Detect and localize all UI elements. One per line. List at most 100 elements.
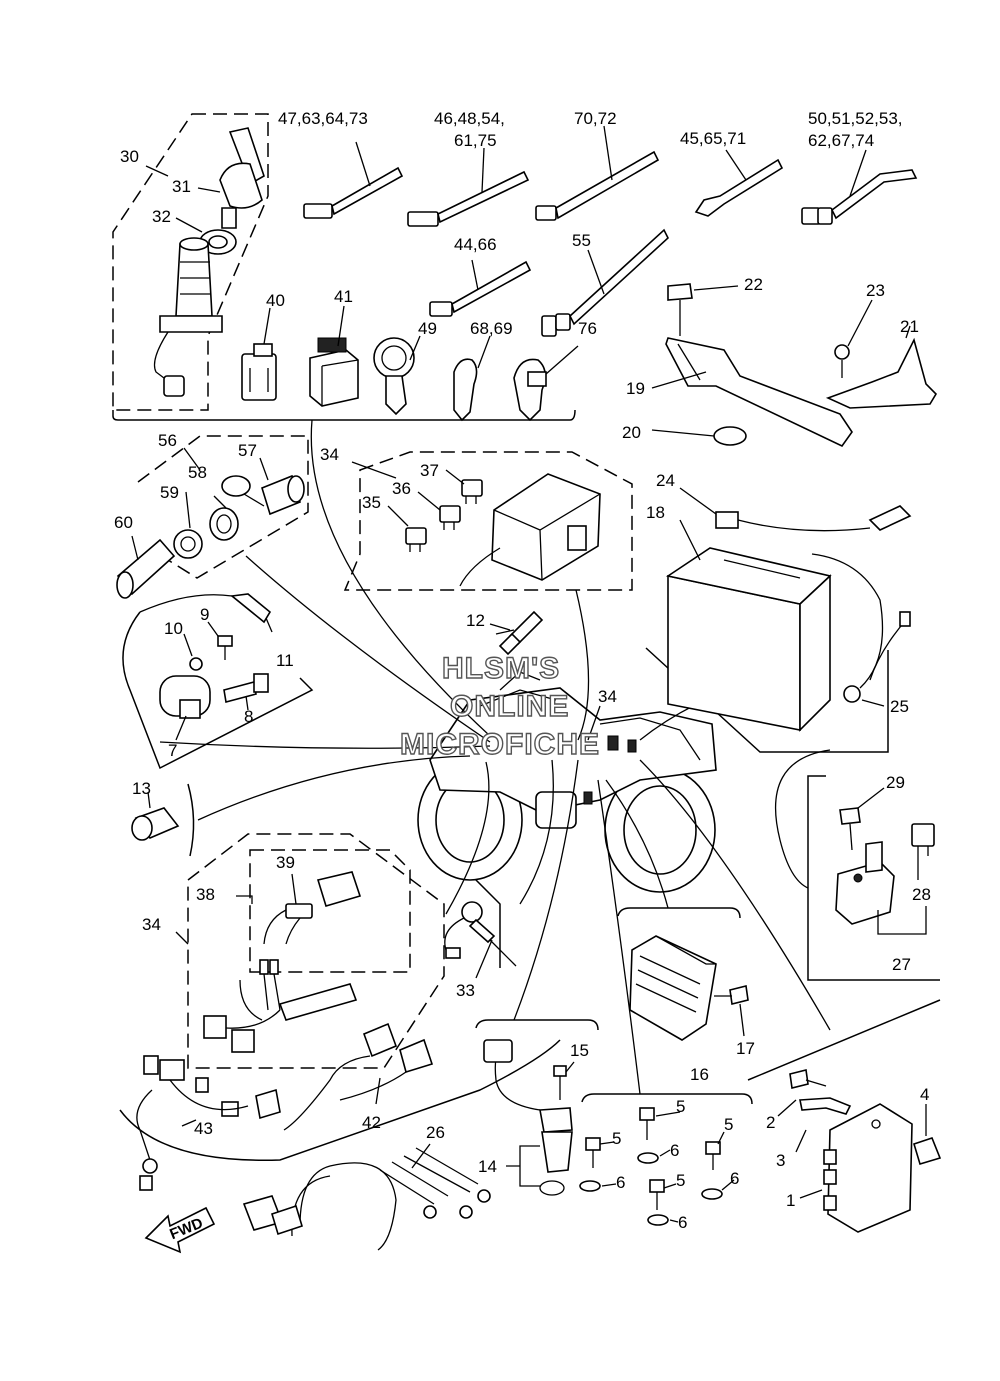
label-5b: 5 xyxy=(612,1129,621,1148)
label-11: 11 xyxy=(276,651,294,670)
label-21: 21 xyxy=(900,317,919,336)
label-60: 60 xyxy=(114,513,133,532)
sensor-13 xyxy=(131,791,180,841)
socket-body-60 xyxy=(116,538,176,599)
connector-40 xyxy=(241,343,277,401)
label-46-line2: 61,75 xyxy=(454,131,497,150)
label-57: 57 xyxy=(238,441,257,460)
label-68: 68,69 xyxy=(470,319,513,338)
label-6b: 6 xyxy=(616,1173,625,1192)
label-50-line1: 50,51,52,53, xyxy=(808,109,903,128)
clamp-68 xyxy=(453,335,491,422)
bolt-2 xyxy=(789,1069,827,1089)
label-43: 43 xyxy=(194,1119,213,1138)
ecu-group-outline xyxy=(747,999,941,1081)
harness-main-bracket xyxy=(119,1039,561,1162)
bolt-8 xyxy=(223,673,269,703)
fwd-arrow: FWD xyxy=(144,1206,216,1254)
sensor13-bracket xyxy=(187,783,195,857)
watermark-line-2: ONLINE xyxy=(450,690,569,723)
relay-27 xyxy=(835,841,895,925)
bolt-29 xyxy=(839,787,885,851)
cap-4 xyxy=(913,1137,942,1165)
battery-18 xyxy=(665,547,832,732)
label-34-harness: 34 xyxy=(142,915,161,934)
cable-tie-46 xyxy=(407,147,530,227)
label-10: 10 xyxy=(164,619,183,638)
label-49: 49 xyxy=(418,319,437,338)
label-7: 7 xyxy=(168,741,177,760)
leader-lines xyxy=(159,419,831,1095)
label-59: 59 xyxy=(160,483,179,502)
label-6a: 6 xyxy=(670,1141,679,1160)
washer-10 xyxy=(189,657,203,671)
label-42: 42 xyxy=(362,1113,381,1132)
label-9: 9 xyxy=(200,605,209,624)
fuse-box xyxy=(459,473,601,587)
part-labels: 47,63,64,73 46,48,54, 61,75 70,72 45,65,… xyxy=(114,109,931,1232)
label-28: 28 xyxy=(912,885,931,904)
socket-ring-58 xyxy=(209,507,239,541)
fusebox-group-outline xyxy=(343,451,633,591)
bolt-9 xyxy=(217,635,233,660)
clamp-76 xyxy=(513,345,579,422)
label-13: 13 xyxy=(132,779,151,798)
bracket-3 xyxy=(799,1097,852,1115)
bolt-22 xyxy=(667,283,739,336)
label-5d: 5 xyxy=(676,1171,685,1190)
label-39: 39 xyxy=(276,853,295,872)
bolts-5 xyxy=(585,1107,721,1210)
label-17: 17 xyxy=(736,1039,755,1058)
fwd-label: FWD xyxy=(167,1215,205,1244)
fuse-35 xyxy=(405,527,427,552)
label-31: 31 xyxy=(172,177,191,196)
socket-group-outline xyxy=(137,435,309,579)
label-40: 40 xyxy=(266,291,285,310)
label-45: 45,65,71 xyxy=(680,129,746,148)
sub-harness-39 xyxy=(263,871,362,945)
bolt-17 xyxy=(714,985,749,1005)
label-14: 14 xyxy=(478,1157,497,1176)
cable-tie-55 xyxy=(541,228,669,337)
battery-lead-25 xyxy=(811,553,911,703)
label-34-fusebox: 34 xyxy=(320,445,339,464)
label-16: 16 xyxy=(690,1065,709,1084)
screw-23 xyxy=(834,299,873,378)
accessories-bracket xyxy=(112,409,576,421)
nut-59 xyxy=(173,529,203,559)
label-12: 12 xyxy=(466,611,485,630)
ignition-switch xyxy=(153,237,223,397)
label-leaders xyxy=(131,165,927,1223)
subharness-group-outline xyxy=(249,849,411,973)
label-30: 30 xyxy=(120,147,139,166)
cable-tie-44 xyxy=(429,259,532,317)
sensor33-bracket xyxy=(469,873,501,968)
fuse-36 xyxy=(439,505,461,530)
ecu-1 xyxy=(823,1103,913,1233)
connector-41 xyxy=(309,337,359,407)
coil-group-outline xyxy=(122,611,314,770)
battery-bracket-19 xyxy=(651,337,853,448)
harness-43 xyxy=(136,1055,281,1191)
label-23: 23 xyxy=(866,281,885,300)
label-15: 15 xyxy=(570,1041,589,1060)
atv-illustration xyxy=(417,671,717,893)
label-33: 33 xyxy=(456,981,475,1000)
harness-42 xyxy=(283,1022,434,1131)
label-29: 29 xyxy=(886,773,905,792)
socket-cap-57 xyxy=(221,474,305,516)
label-2: 2 xyxy=(766,1113,775,1132)
sensor-33 xyxy=(444,901,517,967)
label-6d: 6 xyxy=(678,1213,687,1232)
battery-lead-24 xyxy=(715,505,912,532)
label-19: 19 xyxy=(626,379,645,398)
label-44: 44,66 xyxy=(454,235,497,254)
rectifier-group-outline xyxy=(617,907,741,919)
label-22: 22 xyxy=(744,275,763,294)
bracket-21 xyxy=(825,325,938,409)
label-50-line2: 62,67,74 xyxy=(808,131,874,150)
fuse-28 xyxy=(911,823,935,856)
label-46-line1: 46,48,54, xyxy=(434,109,505,128)
cable-tie-70 xyxy=(535,125,660,221)
